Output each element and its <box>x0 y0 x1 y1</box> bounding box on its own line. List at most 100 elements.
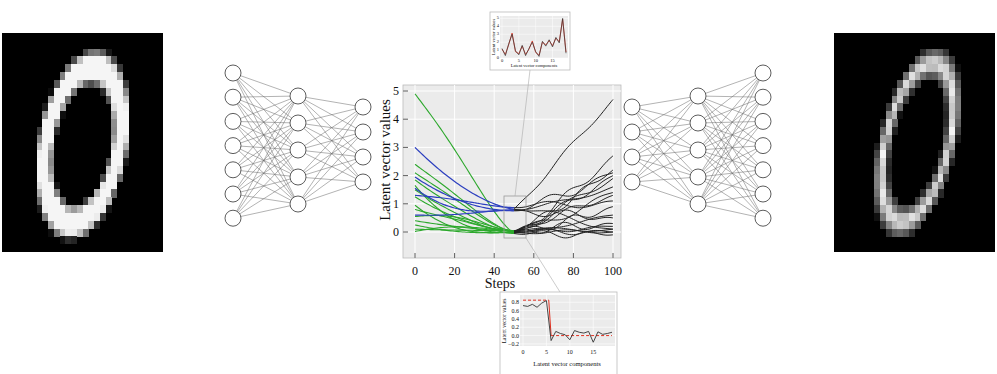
image-pixel <box>77 72 83 80</box>
image-pixel <box>111 80 117 88</box>
network-connection <box>698 170 763 177</box>
image-pixel <box>880 205 886 213</box>
network-connection <box>698 97 763 204</box>
image-pixel <box>111 64 117 72</box>
image-pixel <box>60 197 66 205</box>
image-pixel <box>938 166 944 174</box>
network-connection <box>632 107 698 204</box>
image-pixel <box>83 64 89 72</box>
image-pixel <box>111 103 117 111</box>
image-pixel <box>42 158 48 166</box>
neuron <box>624 99 640 115</box>
network-connection <box>698 96 763 97</box>
image-pixel <box>65 205 71 213</box>
image-pixel <box>938 189 944 197</box>
image-pixel <box>106 56 112 64</box>
tick-label: 15 <box>590 349 596 355</box>
tick-label: 1 <box>393 198 399 210</box>
network-connection <box>233 73 298 177</box>
image-pixel <box>37 197 43 205</box>
image-pixel <box>892 127 898 135</box>
tick-label: 20 <box>449 265 461 277</box>
image-pixel <box>37 174 43 182</box>
image-pixel <box>949 80 955 88</box>
image-pixel <box>886 158 892 166</box>
tick-label: 1 <box>497 48 499 53</box>
network-connection <box>698 97 763 123</box>
network-connection <box>632 150 698 157</box>
image-pixel <box>949 135 955 143</box>
image-pixel <box>880 197 886 205</box>
network-connection <box>698 177 763 218</box>
image-pixel <box>920 56 926 64</box>
image-pixel <box>903 80 909 88</box>
image-pixel <box>955 111 961 119</box>
image-pixel <box>48 143 54 151</box>
grid-line <box>520 310 615 311</box>
image-pixel <box>100 80 106 88</box>
image-pixel <box>48 111 54 119</box>
image-pixel <box>54 221 60 229</box>
image-pixel <box>117 88 123 96</box>
image-pixel <box>48 119 54 127</box>
image-pixel <box>949 127 955 135</box>
image-pixel <box>903 96 909 104</box>
image-pixel <box>932 64 938 72</box>
network-connection <box>233 97 298 123</box>
grid-line <box>593 295 594 346</box>
image-pixel <box>943 64 949 72</box>
image-pixel <box>920 49 926 57</box>
image-pixel <box>897 96 903 104</box>
image-pixel <box>100 88 106 96</box>
image-pixel <box>886 221 892 229</box>
image-pixel <box>926 205 932 213</box>
image-pixel <box>955 72 961 80</box>
image-pixel <box>42 182 48 190</box>
tick-label: 0 <box>412 265 418 277</box>
image-pixel <box>943 143 949 151</box>
image-pixel <box>83 72 89 80</box>
image-pixel <box>938 182 944 190</box>
image-pixel <box>943 88 949 96</box>
image-pixel <box>886 103 892 111</box>
network-connection <box>632 96 698 182</box>
image-pixel <box>100 182 106 190</box>
image-pixel <box>932 189 938 197</box>
network-connection <box>632 107 698 123</box>
image-pixel <box>106 166 112 174</box>
image-pixel <box>943 103 949 111</box>
network-connection <box>698 121 763 150</box>
image-pixel <box>949 111 955 119</box>
image-pixel <box>54 197 60 205</box>
image-pixel <box>48 88 54 96</box>
network-connection <box>632 132 698 150</box>
image-pixel <box>943 80 949 88</box>
image-pixel <box>903 213 909 221</box>
image-pixel <box>880 135 886 143</box>
image-pixel <box>880 150 886 158</box>
tick-mark <box>403 147 408 148</box>
latent-trajectory <box>415 164 514 232</box>
image-pixel <box>117 111 123 119</box>
image-pixel <box>111 135 117 143</box>
image-pixel <box>886 127 892 135</box>
image-pixel <box>886 119 892 127</box>
image-pixel <box>94 72 100 80</box>
image-pixel <box>94 56 100 64</box>
image-pixel <box>943 96 949 104</box>
network-connection <box>632 123 698 157</box>
image-pixel <box>117 119 123 127</box>
image-pixel <box>926 49 932 57</box>
image-pixel <box>117 174 123 182</box>
image-pixel <box>915 64 921 72</box>
latent-trajectory <box>514 230 613 234</box>
image-pixel <box>932 197 938 205</box>
plot-panel <box>403 85 621 258</box>
image-pixel <box>943 166 949 174</box>
image-pixel <box>106 205 112 213</box>
image-pixel <box>874 205 880 213</box>
image-pixel <box>48 205 54 213</box>
axis-title: Steps <box>485 277 515 291</box>
network-connection <box>233 121 298 150</box>
network-connection <box>698 96 763 218</box>
